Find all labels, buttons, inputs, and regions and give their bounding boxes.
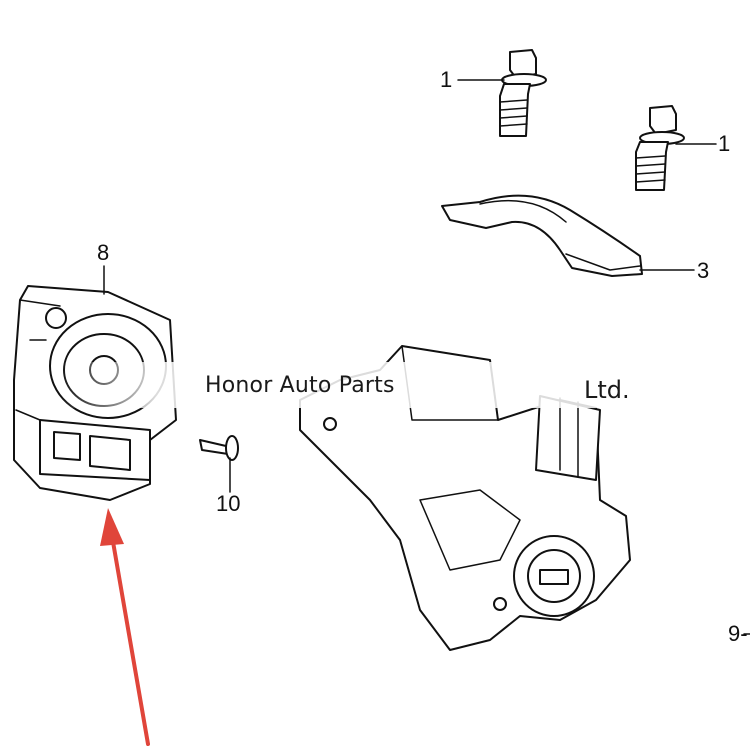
callout-edge: 9- xyxy=(728,621,748,646)
watermark-haze xyxy=(60,362,700,408)
callout-bolt-left: 1 xyxy=(440,67,453,92)
callout-screw: 10 xyxy=(216,491,241,516)
screw-part xyxy=(199,435,239,461)
bracket-part xyxy=(441,194,643,277)
watermark-text: Honor Auto Parts xyxy=(205,373,395,398)
annotation-arrow xyxy=(100,508,150,746)
bolt-part-right xyxy=(635,105,685,191)
watermark-suffix: Ltd. xyxy=(584,376,630,404)
bolt-part-left xyxy=(499,49,547,137)
steering-lock-part xyxy=(299,345,631,651)
callout-bolt-right: 1 xyxy=(718,131,731,156)
callout-bracket: 3 xyxy=(697,258,710,283)
callout-switch: 8 xyxy=(97,240,110,265)
leader-lines xyxy=(103,79,750,635)
